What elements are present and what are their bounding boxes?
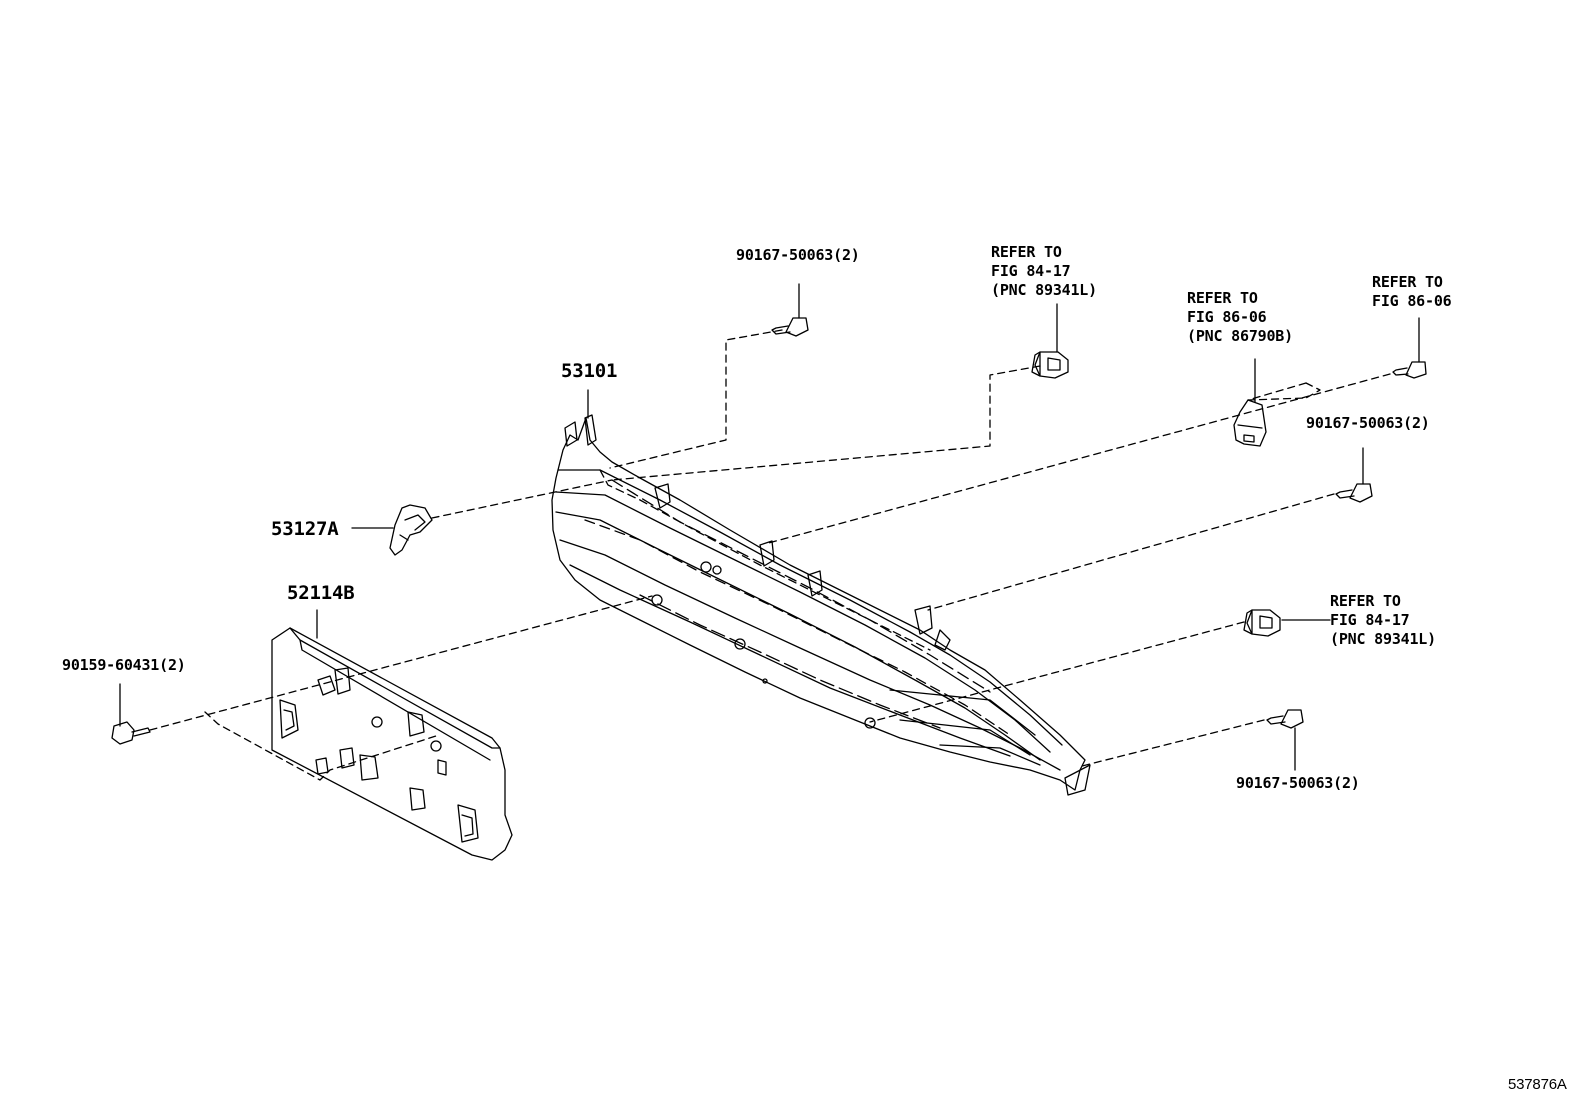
front-grille-illustration	[551, 414, 1091, 796]
bolt-right-upper-illustration	[1335, 483, 1373, 503]
refer-label-right-mid: REFER TO FIG 84-17 (PNC 89341L)	[1330, 592, 1436, 649]
assembly-lines	[149, 329, 1391, 781]
leader-lines	[119, 283, 1420, 771]
refer-line: REFER TO	[991, 243, 1062, 261]
grille-part-number: 53101	[561, 360, 618, 382]
refer-line: (PNC 89341L)	[1330, 630, 1436, 648]
refer-line: REFER TO	[1330, 592, 1401, 610]
refer-label-top-1: REFER TO FIG 84-17 (PNC 89341L)	[991, 243, 1097, 300]
license-plate-bracket-illustration	[271, 627, 513, 861]
emblem-bracket-part-number: 53127A	[271, 518, 339, 540]
bolt-label-top-center: 90167-50063(2)	[736, 246, 860, 264]
refer-line: REFER TO	[1372, 273, 1443, 291]
bracket-refer-86-06-illustration	[1233, 399, 1267, 447]
license-bracket-part-number: 52114B	[287, 582, 355, 604]
refer-line: FIG 84-17	[991, 262, 1071, 280]
bolt-label-right-lower: 90167-50063(2)	[1236, 774, 1360, 792]
bolt-right-top-illustration	[1392, 361, 1427, 379]
refer-label-top-2: REFER TO FIG 86-06 (PNC 86790B)	[1187, 289, 1293, 346]
refer-line: FIG 86-06	[1372, 292, 1452, 310]
refer-label-top-3: REFER TO FIG 86-06	[1372, 273, 1452, 311]
bolt-right-lower-illustration	[1266, 709, 1304, 729]
refer-line: FIG 84-17	[1330, 611, 1410, 629]
illustration-id: 537876A	[1508, 1076, 1567, 1093]
sensor-right-illustration	[1243, 609, 1281, 637]
refer-line: REFER TO	[1187, 289, 1258, 307]
sensor-top-illustration	[1031, 351, 1069, 379]
refer-line: (PNC 89341L)	[991, 281, 1097, 299]
emblem-bracket-illustration	[389, 504, 433, 556]
bolt-top-center-illustration	[771, 317, 809, 337]
refer-line: (PNC 86790B)	[1187, 327, 1293, 345]
screw-label-left: 90159-60431(2)	[62, 656, 186, 674]
bolt-label-right-upper: 90167-50063(2)	[1306, 414, 1430, 432]
refer-line: FIG 86-06	[1187, 308, 1267, 326]
screw-left-illustration	[111, 721, 151, 745]
